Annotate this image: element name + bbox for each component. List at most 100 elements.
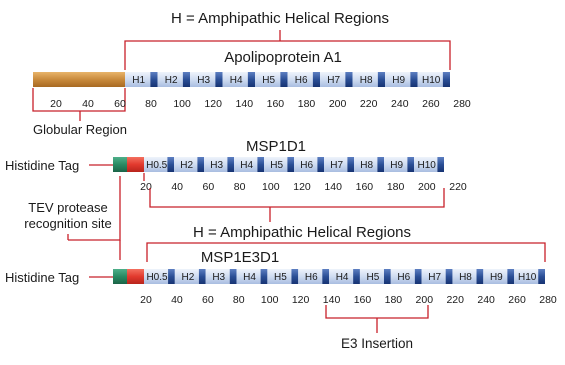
msp1d1-helix-cap <box>317 157 324 172</box>
msp1d1-his-tag-segment <box>113 157 127 172</box>
msp1e3d1-tick-label: 240 <box>477 294 495 306</box>
apo-helix-6: H6 <box>287 72 320 87</box>
msp1e3d1-helix-cap <box>291 269 299 284</box>
msp1d1-helix-body <box>234 157 258 172</box>
apo-tick-label: 180 <box>298 98 316 110</box>
apo-tick-label: 140 <box>236 98 254 110</box>
msp1d1-tick-label: 180 <box>387 181 405 193</box>
apo-helix-1: H1 <box>125 72 158 87</box>
msp1e3d1-helix-8: H5 <box>359 269 391 284</box>
msp1d1-helix-label: H7 <box>330 160 343 171</box>
apo-helix-cap <box>345 72 353 87</box>
msp1e3d1-helix-label: H8 <box>459 272 472 283</box>
apo-tick-label: 260 <box>422 98 440 110</box>
msp1d1-helix-8: H8 <box>354 157 384 172</box>
msp1e3d1-helix-label: H0.5 <box>146 272 168 283</box>
msp1e3d1-helix-cap <box>476 269 484 284</box>
msp1e3d1-tick-label: 160 <box>354 294 372 306</box>
msp1e3d1-helix-label: H6 <box>305 272 318 283</box>
msp1e3d1-helix-body <box>267 269 292 284</box>
msp1d1-tick-label: 100 <box>262 181 280 193</box>
msp1e3d1-helix-label: H4 <box>336 272 349 283</box>
msp1d1-helix-body <box>264 157 288 172</box>
apo-globular-ticks: 20 40 60 <box>50 98 126 110</box>
apo-helix-label: H5 <box>262 75 275 86</box>
msp1d1-tev-segment <box>127 157 144 172</box>
msp1e3d1-helix-body <box>390 269 415 284</box>
apo-helix-2: H2 <box>157 72 190 87</box>
msp1e3d1-helix-label: H9 <box>490 272 503 283</box>
apo-helix-label: H7 <box>327 75 340 86</box>
msp1e3d1-helix-label: H5 <box>367 272 380 283</box>
msp1e3d1-helix-2: H2 <box>174 269 206 284</box>
apo-globular-tick-label: 60 <box>114 98 126 110</box>
msp1e3d1-helix-cap <box>383 269 391 284</box>
apo-helix-body <box>255 72 281 87</box>
msp1d1-helix-label: H8 <box>360 160 373 171</box>
apo-helix-cap <box>247 72 255 87</box>
msp1e3d1-helix-label: H10 <box>518 272 537 283</box>
msp1e3d1-helix-9: H6 <box>390 269 422 284</box>
msp1e3d1-tick-label: 140 <box>323 294 341 306</box>
msp1e3d1-helix-cap <box>229 269 237 284</box>
apo-helix-label: H2 <box>165 75 178 86</box>
msp1d1-helix-body <box>204 157 228 172</box>
apo-helix-body <box>125 72 151 87</box>
top-legend: H = Amphipathic Helical Regions <box>171 10 389 27</box>
msp1e3d1-helix-4: H4 <box>236 269 268 284</box>
msp1e3d1-histidine-tag-label: Histidine Tag <box>5 270 79 285</box>
msp1d1-tick-label: 220 <box>449 181 467 193</box>
msp1e3d1-tick-label: 40 <box>171 294 183 306</box>
apo-helix-cap <box>442 72 450 87</box>
msp1d1-helix-label: H6 <box>300 160 313 171</box>
apo-helix-4: H4 <box>222 72 255 87</box>
apo-tick-label: 120 <box>204 98 222 110</box>
apo-helix-body <box>222 72 248 87</box>
apo-tick-label: 240 <box>391 98 409 110</box>
msp1e3d1-helix-body <box>421 269 446 284</box>
apo-helix-label: H10 <box>422 75 441 86</box>
msp1d1-helix-4: H4 <box>234 157 264 172</box>
apo-globular-tick-label: 20 <box>50 98 62 110</box>
msp1d1-tick-label: 20 <box>140 181 152 193</box>
msp1d1-tick-label: 140 <box>324 181 342 193</box>
msp1e3d1-helix-body <box>144 269 169 284</box>
msp1e3d1-tick-label: 260 <box>508 294 526 306</box>
msp1e3d1-helix-cap <box>198 269 206 284</box>
msp1e3d1-helix-cap <box>322 269 330 284</box>
apo-tick-label: 100 <box>173 98 191 110</box>
msp1e3d1-helix-cap <box>414 269 422 284</box>
msp1d1-helix-cap <box>407 157 414 172</box>
msp1e3d1-tick-label: 20 <box>140 294 152 306</box>
msp1d1-title: MSP1D1 <box>246 138 306 155</box>
e3-insertion-label: E3 Insertion <box>341 336 413 351</box>
msp1d1-helix-3: H3 <box>204 157 234 172</box>
apo-tick-label: 200 <box>329 98 347 110</box>
msp1e3d1-helix-label: H7 <box>428 272 441 283</box>
apo-helix-cap <box>377 72 385 87</box>
tev-label-line1: TEV protease <box>28 200 108 215</box>
apo-helix-8: H8 <box>352 72 385 87</box>
msp1e3d1-helix-cap <box>445 269 453 284</box>
msp1e3d1-tick-label: 60 <box>202 294 214 306</box>
msp1e3d1-helix-body <box>298 269 323 284</box>
msp1e3d1-helix-label: H4 <box>243 272 256 283</box>
msp1e3d1-helix-body <box>359 269 384 284</box>
msp1e3d1-helix-7: H4 <box>329 269 360 284</box>
msp1e3d1-helix-body <box>452 269 477 284</box>
apo-globular-tick-label: 40 <box>82 98 94 110</box>
msp1e3d1-helix-label: H2 <box>181 272 194 283</box>
msp1e3d1-helix-label: H5 <box>274 272 287 283</box>
msp1e3d1-helix-body <box>483 269 508 284</box>
msp1d1-helix-10: H10 <box>414 157 444 172</box>
apo-helix-label: H3 <box>197 75 210 86</box>
msp1e3d1-helix-body <box>205 269 230 284</box>
msp1e3d1-helix-cap <box>168 269 175 284</box>
msp1e3d1-helix-cap <box>507 269 515 284</box>
